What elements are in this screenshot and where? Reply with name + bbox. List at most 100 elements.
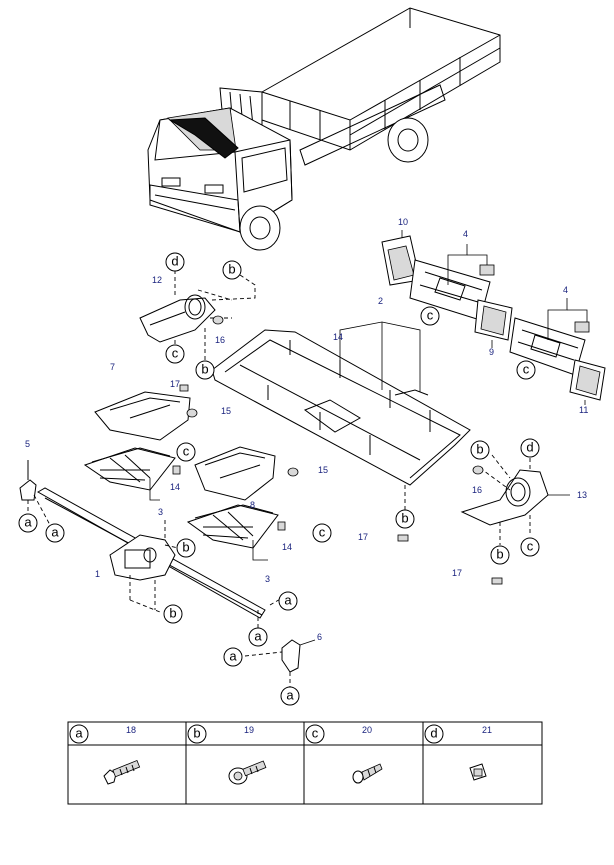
svg-text:c: c [523,362,530,377]
svg-text:b: b [201,362,208,377]
part-4-clips [447,244,590,340]
svg-text:c: c [183,444,190,459]
letter-a-marker: a [45,523,65,543]
svg-text:c: c [427,308,434,323]
letter-c-marker: c [312,523,332,543]
letter-c-marker: c [176,442,196,462]
legend-cell-c: c 20 [305,724,383,784]
legend-part-number: 21 [482,725,492,735]
letter-a-marker: a [280,686,300,706]
letter-a-marker: a [223,647,243,667]
callout-7: 7 [110,362,115,372]
letter-c-marker: c [420,306,440,326]
part-17-clip [397,534,409,542]
flange-bolt-icon [103,759,141,785]
callout-2: 2 [378,296,383,306]
letter-a-marker: a [248,627,268,647]
letter-b-marker: b [470,440,490,460]
part-3-tray-lower [186,504,286,561]
letter-c-marker: c [165,344,185,364]
legend-part-number: 18 [126,725,136,735]
letter-b-marker: b [176,538,196,558]
callout-4: 4 [563,285,568,295]
legend-cell-d: d 21 [424,724,492,781]
part-13-bracket [460,454,570,545]
legend-cell-b: b 19 [187,724,267,785]
letter-d-marker: d [165,252,185,272]
callout-4: 4 [463,229,468,239]
part-9-segment [474,299,513,348]
callout-3: 3 [158,507,163,517]
svg-text:a: a [254,629,262,644]
washer-bolt-icon [228,760,267,785]
callout-15: 15 [318,465,328,475]
callout-14: 14 [170,482,180,492]
part-11-segment [569,359,606,405]
part-3-tray-upper [83,447,181,501]
letter-c-marker: c [520,537,540,557]
svg-text:c: c [172,346,179,361]
letter-c-marker: c [516,360,536,380]
callout-11: 11 [579,405,588,415]
part-8-panel [194,446,299,501]
svg-text:a: a [24,515,32,530]
svg-text:c: c [319,525,326,540]
letter-b-marker: b [195,360,215,380]
callout-6: 6 [317,632,322,642]
svg-text:b: b [496,547,503,562]
letter-a-marker: a [278,591,298,611]
truck-illustration [147,7,501,251]
legend-cell-a: a 18 [69,724,141,785]
callout-3: 3 [265,574,270,584]
letter-a-marker: a [18,513,38,533]
part-2-undercover [211,321,471,510]
svg-text:a: a [284,593,292,608]
callout-10: 10 [398,217,408,227]
letter-b-marker: b [490,545,510,565]
letter-b-marker: b [163,604,183,624]
callout-9: 9 [489,347,494,357]
part-10-segment [381,230,421,286]
callout-17: 17 [452,568,462,578]
callout-5: 5 [25,439,30,449]
callout-16: 16 [472,485,482,495]
screw-icon [352,763,383,784]
svg-text:a: a [75,726,83,741]
svg-text:b: b [193,726,200,741]
svg-text:c: c [312,726,319,741]
letter-b-marker: b [222,260,242,280]
letter-b-marker: b [395,509,415,529]
svg-text:b: b [228,262,235,277]
callout-16: 16 [215,335,225,345]
part-1-crossmember [36,487,266,619]
legend-part-number: 19 [244,725,254,735]
callout-15: 15 [221,406,231,416]
svg-text:a: a [51,525,59,540]
callout-17: 17 [358,532,368,542]
clip-nut-icon [469,763,487,781]
part-6-bracket [244,597,316,688]
part-5-bracket [19,460,51,526]
legend-part-number: 20 [362,725,372,735]
svg-text:d: d [171,254,178,269]
svg-text:a: a [286,688,294,703]
callout-14: 14 [333,332,343,342]
callout-12: 12 [152,275,162,285]
svg-text:b: b [182,540,189,555]
svg-text:b: b [476,442,483,457]
part-7-panel [94,384,198,441]
callout-17: 17 [170,379,180,389]
callout-1: 1 [95,569,100,579]
part-17-clip [491,577,503,585]
svg-text:a: a [229,649,237,664]
svg-text:b: b [169,606,176,621]
svg-text:d: d [526,440,533,455]
svg-text:b: b [401,511,408,526]
letter-d-marker: d [520,438,540,458]
callout-13: 13 [577,490,587,500]
svg-text:c: c [527,539,534,554]
callout-14: 14 [282,542,292,552]
svg-text:d: d [430,726,437,741]
part-12-bracket [139,270,256,360]
